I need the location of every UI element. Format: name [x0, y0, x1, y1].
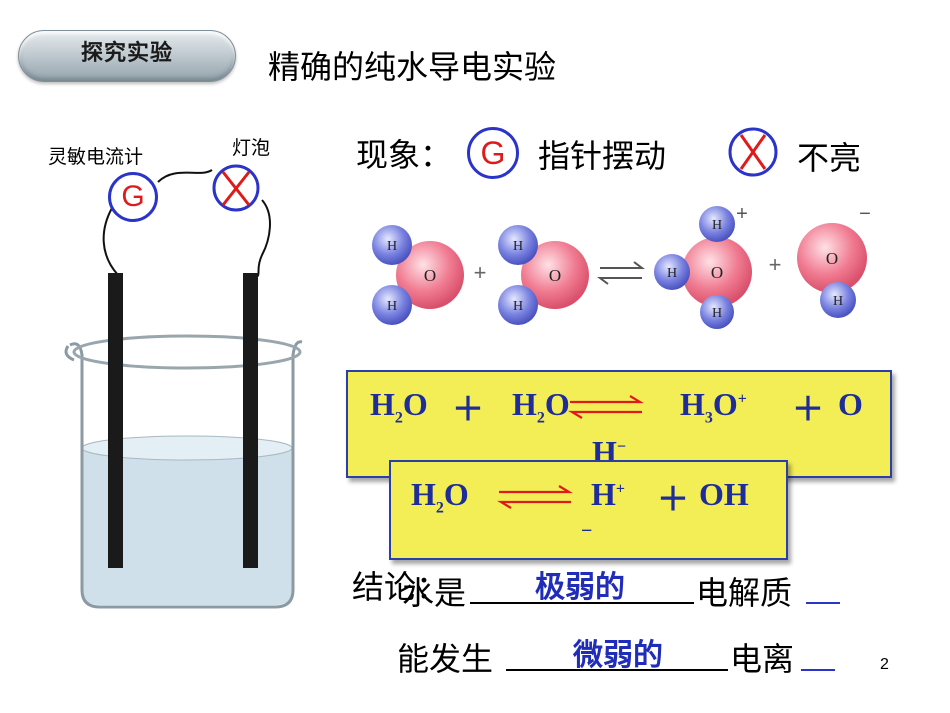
- hydronium-ion: O H H H +: [654, 203, 752, 329]
- eq1-product2-line1: O: [838, 386, 863, 422]
- svg-text:H: H: [387, 299, 397, 314]
- trail-line-1: [806, 602, 840, 604]
- svg-text:H: H: [387, 239, 397, 254]
- conclusion-suffix-1: 电解质: [696, 574, 793, 612]
- eq2-product2-charge: −: [581, 520, 593, 542]
- plus-sign-2: +: [769, 252, 782, 277]
- trail-line-2: [801, 669, 835, 671]
- svg-text:O: O: [826, 249, 838, 268]
- svg-text:−: −: [859, 203, 871, 225]
- svg-text:H: H: [712, 306, 722, 321]
- svg-text:O: O: [711, 263, 723, 282]
- slide-title: 精确的纯水导电实验: [268, 48, 557, 86]
- galvanometer-icon: G: [108, 172, 158, 222]
- eq1-reactant2: H2O: [512, 386, 570, 427]
- answer-blank-1: [470, 602, 694, 604]
- eq1-plus2: ＋: [792, 391, 825, 427]
- conclusion-subject: 水是: [402, 574, 467, 612]
- section-tag-label: 探究实验: [80, 41, 173, 66]
- eq2-plus: ＋: [657, 481, 690, 517]
- electrode-right: [243, 273, 258, 568]
- bulb-off-icon: [212, 164, 260, 212]
- eq1-equilibrium-arrow: [568, 395, 644, 419]
- not-lit-text: 不亮: [797, 139, 862, 177]
- eq2-reactant: H2O: [411, 476, 469, 517]
- wire-top: [157, 169, 213, 183]
- svg-text:O: O: [424, 266, 436, 285]
- svg-text:O: O: [549, 266, 561, 285]
- conclusion-suffix-2: 电离: [730, 640, 795, 678]
- answer-2: 微弱的: [573, 638, 663, 673]
- water-molecule-1: O H H: [372, 225, 464, 325]
- hydroxide-ion: O H −: [797, 203, 871, 318]
- wire-right: [254, 199, 271, 279]
- eq2-product2: OH: [699, 476, 749, 512]
- svg-text:H: H: [513, 239, 523, 254]
- answer-1: 极弱的: [535, 570, 625, 605]
- section-tag: 探究实验: [18, 30, 236, 82]
- conclusion-label: 结论：: [352, 568, 449, 606]
- galvanometer-symbol-icon: G: [467, 127, 519, 179]
- bulb-off-symbol-icon: [728, 127, 778, 177]
- svg-text:H: H: [667, 266, 677, 281]
- equation-box-2: H2O H+ ＋ OH −: [389, 460, 788, 560]
- svg-text:H: H: [513, 299, 523, 314]
- galvanometer-label: 灵敏电流计: [48, 146, 144, 168]
- svg-text:H: H: [712, 218, 722, 233]
- electrode-left: [108, 273, 123, 568]
- beaker-apparatus: [64, 169, 303, 609]
- water-autoionization-diagram: O H H + O H H O H H H + + O H −: [372, 203, 871, 329]
- conclusion-line2-prefix: 能发生: [397, 640, 494, 678]
- eq1-product1: H3O+: [680, 386, 747, 427]
- answer-blank-2: [506, 669, 728, 671]
- eq1-reactant1: H2O: [370, 386, 428, 427]
- svg-text:+: +: [736, 203, 748, 225]
- needle-swing-text: 指针摆动: [538, 137, 667, 175]
- plus-sign-1: +: [474, 260, 487, 285]
- svg-text:H: H: [833, 294, 843, 309]
- equilibrium-arrow: [597, 261, 645, 285]
- page-number: 2: [880, 656, 889, 673]
- phenomenon-label: 现象：: [356, 136, 453, 174]
- bulb-label: 灯泡: [232, 137, 271, 159]
- eq1-plus1: ＋: [452, 391, 485, 427]
- water-molecule-2: O H H: [498, 225, 589, 325]
- eq2-product1: H+: [591, 476, 626, 512]
- eq2-equilibrium-arrow: [497, 485, 573, 509]
